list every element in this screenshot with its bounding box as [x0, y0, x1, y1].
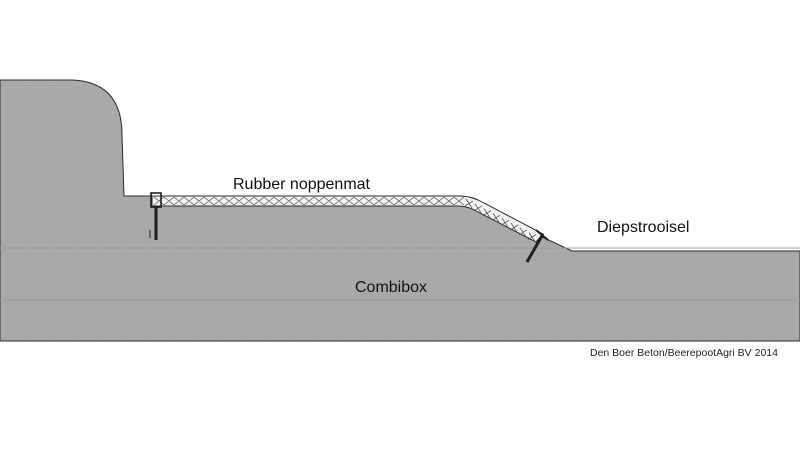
concrete-body: [0, 79, 800, 342]
rubber-mat: [151, 195, 544, 243]
right-anchor: [525, 229, 549, 263]
credit-label: Den Boer Beton/BeerepootAgri BV 2014: [590, 347, 778, 359]
mat-hatch-lines: [153, 196, 537, 242]
mat-hatching: [153, 196, 537, 242]
mat-label: Rubber noppenmat: [233, 176, 371, 193]
combibox-label: Combibox: [355, 279, 427, 296]
left-anchor: [149, 192, 162, 240]
deep-litter-label: Diepstrooisel: [597, 219, 689, 236]
